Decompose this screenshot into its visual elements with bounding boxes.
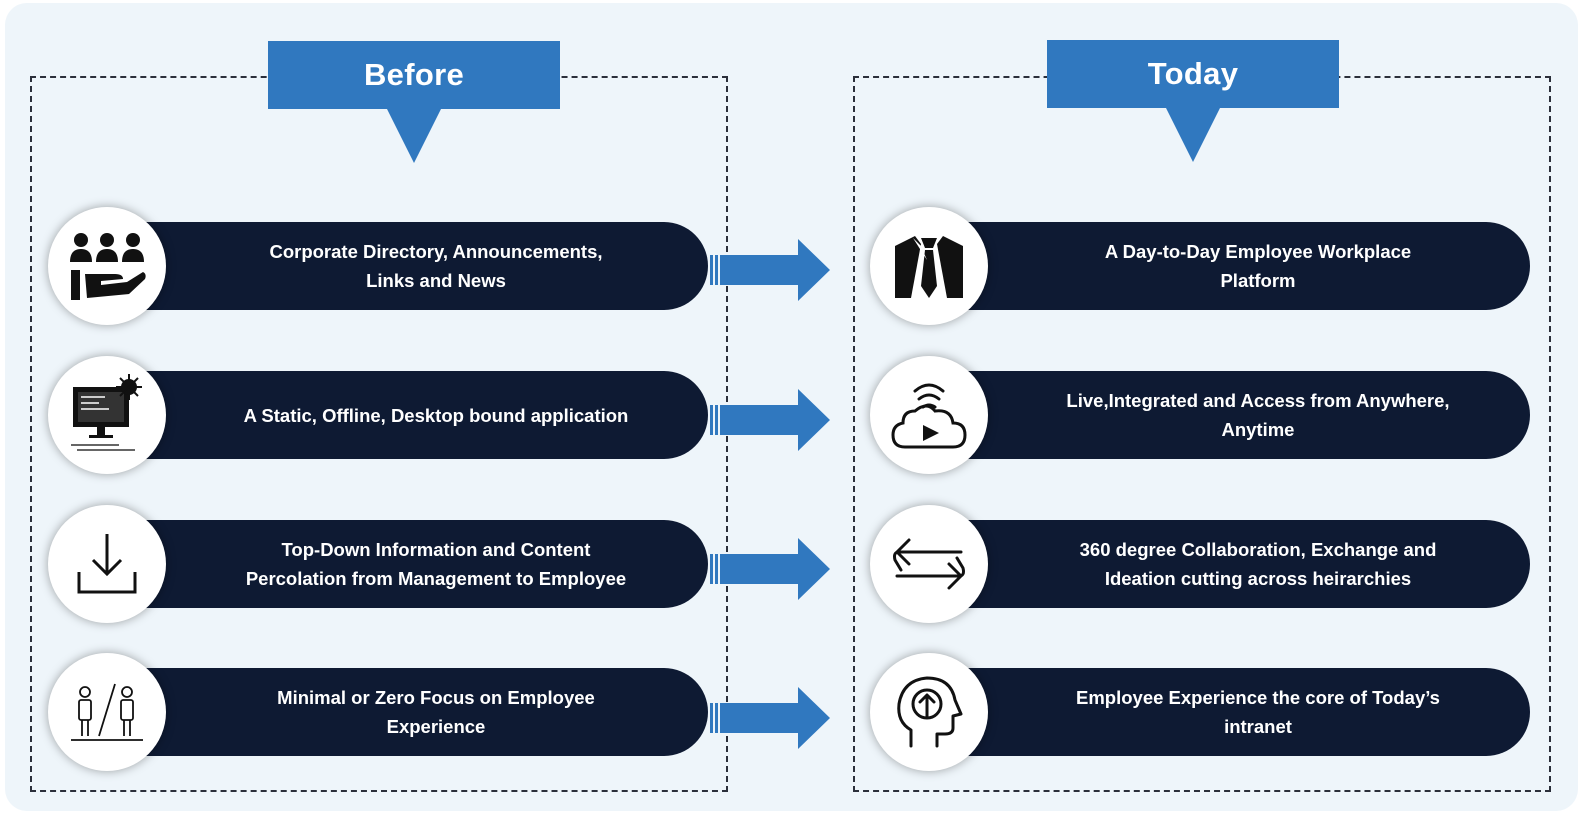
before-item-1: Corporate Directory, Announcements, Links…	[118, 222, 708, 310]
arrow-3	[710, 538, 830, 600]
today-item-1-line1: A Day-to-Day Employee Workplace	[1104, 241, 1412, 262]
before-item-2: A Static, Offline, Desktop bound applica…	[118, 371, 708, 459]
people-hand-icon	[70, 233, 146, 300]
suit-tie-icon	[895, 236, 963, 298]
divided-people-icon	[71, 683, 143, 741]
cloud-wifi-icon	[891, 383, 967, 449]
arrow-2	[710, 389, 830, 451]
today-item-2-line1: Live,Integrated and Access from Anywhere…	[1066, 390, 1450, 411]
today-item-2: Live,Integrated and Access from Anywhere…	[940, 371, 1530, 459]
desktop-computer-icon	[71, 374, 142, 451]
before-item-3-line1: Top-Down Information and Content	[281, 539, 591, 560]
arrow-4	[710, 687, 830, 749]
today-item-4-line1: Employee Experience the core of Today’s	[1076, 687, 1440, 708]
before-icon-circle-2	[48, 356, 166, 474]
today-icon-circle-4	[870, 653, 988, 771]
today-header-pointer	[1165, 106, 1221, 162]
before-icon-circle-3	[48, 505, 166, 623]
before-item-1-line1: Corporate Directory, Announcements,	[269, 241, 603, 262]
today-item-4-line2: intranet	[1224, 716, 1292, 737]
before-item-4-line2: Experience	[386, 716, 486, 737]
download-icon	[77, 534, 137, 594]
today-item-1-line2: Platform	[1220, 270, 1296, 291]
today-icon-circle-3	[870, 505, 988, 623]
today-icon-circle-2	[870, 356, 988, 474]
arrow-1	[710, 239, 830, 301]
head-growth-icon	[897, 676, 963, 748]
before-header-pointer	[386, 107, 442, 163]
exchange-arrows-icon	[893, 538, 965, 590]
before-item-1-line2: Links and News	[366, 270, 506, 291]
before-icon-circle-1	[48, 207, 166, 325]
before-item-2-line1: A Static, Offline, Desktop bound applica…	[243, 404, 629, 426]
today-item-2-line2: Anytime	[1221, 419, 1295, 440]
before-header: Before	[268, 41, 560, 109]
before-item-4-line1: Minimal or Zero Focus on Employee	[277, 687, 595, 708]
today-item-4: Employee Experience the core of Today’s i…	[940, 668, 1530, 756]
today-item-3-line1: 360 degree Collaboration, Exchange and	[1079, 539, 1437, 560]
before-icon-circle-4	[48, 653, 166, 771]
today-icon-circle-1	[870, 207, 988, 325]
today-header: Today	[1047, 40, 1339, 108]
before-item-3-line2: Percolation from Management to Employee	[245, 568, 627, 589]
today-item-3-line2: Ideation cutting across heirarchies	[1104, 568, 1412, 589]
